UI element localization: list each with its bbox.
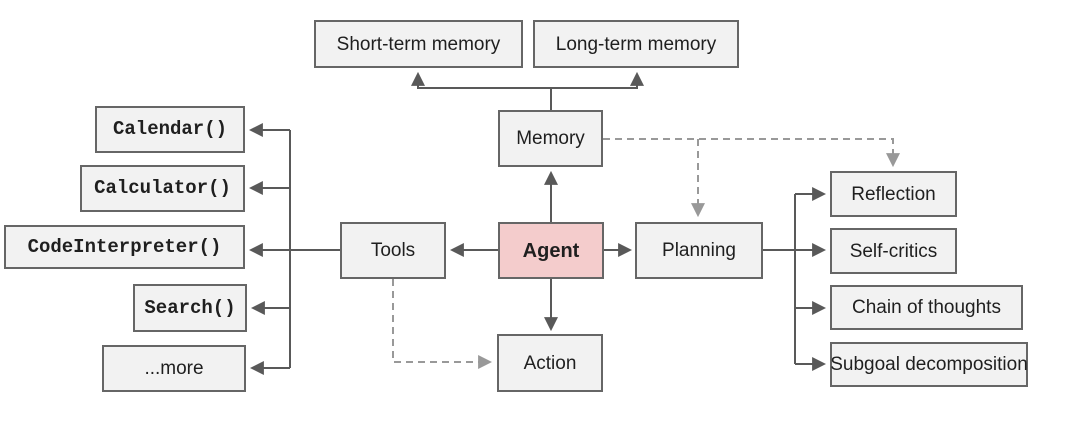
- long-term-memory-node: Long-term memory: [533, 20, 739, 68]
- search-tool-node: Search(): [133, 284, 247, 332]
- chain-of-thoughts-node: Chain of thoughts: [830, 285, 1023, 330]
- calendar-tool-label: Calendar(): [112, 118, 228, 140]
- self-critics-node: Self-critics: [830, 228, 957, 274]
- edge-memory-to-long-term: [550, 71, 644, 110]
- calendar-tool-node: Calendar(): [95, 106, 245, 153]
- memory-node: Memory: [498, 110, 603, 167]
- tools-label: Tools: [370, 240, 416, 261]
- calculator-tool-node: Calculator(): [80, 165, 245, 212]
- action-label: Action: [523, 352, 577, 374]
- edge-memory-to-short-term: [411, 71, 552, 110]
- memory-label: Memory: [516, 128, 585, 149]
- subgoal-decomposition-node: Subgoal decomposition: [830, 342, 1028, 387]
- code-interpreter-tool-label: CodeInterpreter(): [27, 235, 222, 258]
- chain-of-thoughts-label: Chain of thoughts: [852, 297, 1001, 318]
- reflection-node: Reflection: [830, 171, 957, 217]
- short-term-memory-node: Short-term memory: [314, 20, 523, 68]
- action-node: Action: [497, 334, 603, 392]
- more-tools-label: ...more: [144, 358, 204, 379]
- edge-memory-to-reflection-dashed: [603, 138, 900, 168]
- calculator-tool-label: Calculator(): [94, 177, 231, 199]
- short-term-memory-label: Short-term memory: [336, 33, 501, 55]
- planning-node: Planning: [635, 222, 763, 279]
- reflection-label: Reflection: [851, 183, 936, 205]
- self-critics-label: Self-critics: [849, 240, 938, 262]
- search-tool-label: Search(): [144, 296, 236, 319]
- long-term-memory-label: Long-term memory: [555, 33, 717, 55]
- agent-label: Agent: [522, 239, 580, 262]
- tools-node: Tools: [340, 222, 446, 279]
- agent-node: Agent: [498, 222, 604, 279]
- code-interpreter-tool-node: CodeInterpreter(): [4, 225, 245, 269]
- more-tools-node: ...more: [102, 345, 246, 392]
- planning-label: Planning: [662, 240, 736, 261]
- subgoal-decomposition-label: Subgoal decomposition: [830, 354, 1028, 375]
- edge-tools-to-action-dashed: [392, 279, 493, 369]
